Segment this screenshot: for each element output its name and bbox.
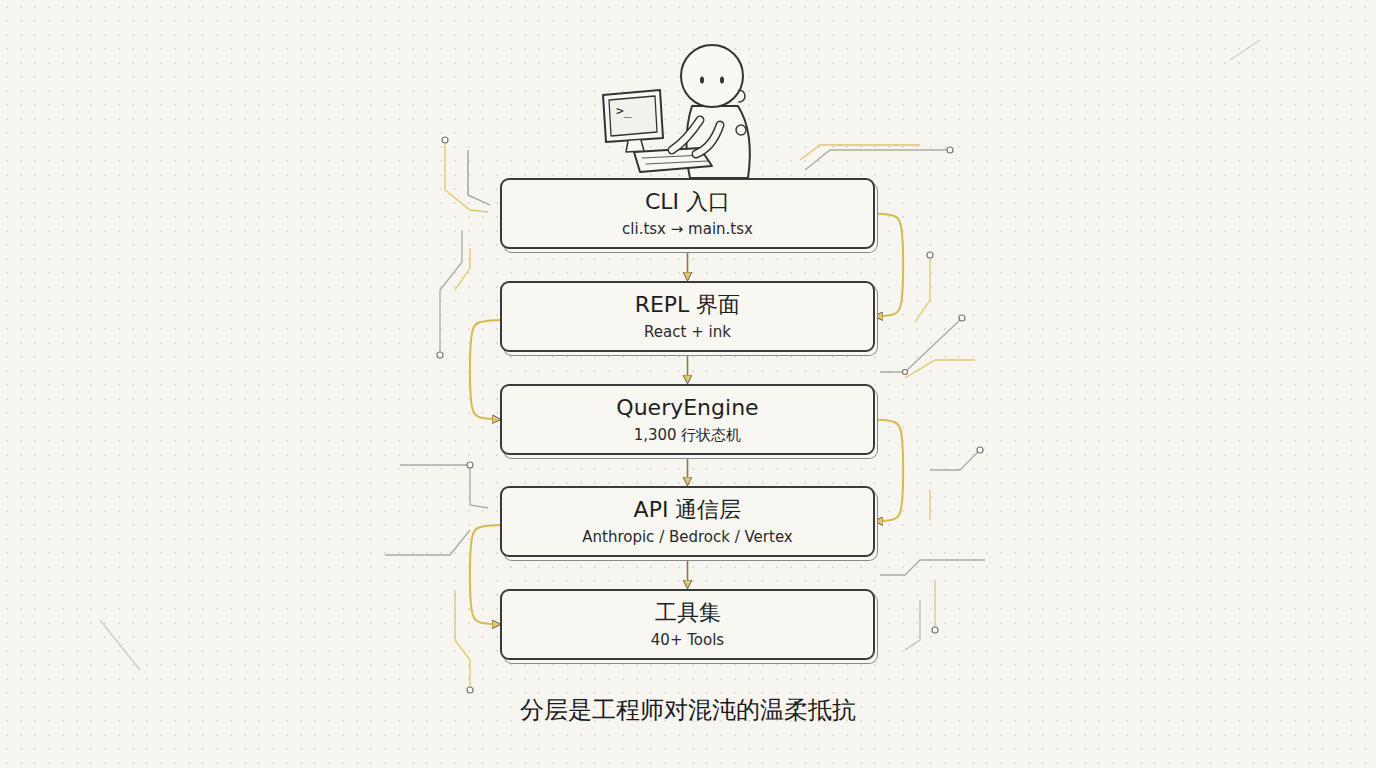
layer-title: 工具集 — [655, 599, 721, 627]
side-flow-arrow — [470, 525, 500, 624]
layer-title: REPL 界面 — [635, 291, 741, 319]
layer-box: QueryEngine 1,300 行状态机 — [500, 384, 875, 455]
circuit-traces — [100, 40, 1260, 690]
layer-title: CLI 入口 — [645, 188, 730, 216]
flow-arrow — [687, 559, 689, 588]
layer-box: CLI 入口 cli.tsx → main.tsx — [500, 178, 875, 249]
flow-arrow — [687, 251, 689, 280]
layer-box: REPL 界面 React + ink — [500, 281, 875, 352]
monitor — [603, 90, 663, 142]
caption: 分层是工程师对混沌的温柔抵抗 — [0, 694, 1376, 726]
flow-arrow — [687, 457, 689, 485]
layer-box: API 通信层 Anthropic / Bedrock / Vertex — [500, 486, 875, 557]
layer-subtitle: 40+ Tools — [651, 631, 724, 651]
layer-subtitle: React + ink — [644, 323, 731, 343]
layer-subtitle: cli.tsx → main.tsx — [622, 220, 753, 240]
layer-title: QueryEngine — [616, 394, 758, 422]
robot-head — [681, 45, 743, 107]
layer-title: API 通信层 — [634, 496, 742, 524]
side-flow-arrow — [470, 320, 500, 419]
side-flow-arrow — [875, 214, 903, 317]
circuit-nodes — [437, 137, 983, 693]
layer-box: 工具集 40+ Tools — [500, 589, 875, 660]
layer-subtitle: Anthropic / Bedrock / Vertex — [582, 528, 793, 548]
terminal-prompt: >_ — [616, 103, 632, 118]
flow-arrow — [687, 354, 689, 383]
side-flow-arrow — [875, 420, 903, 522]
layer-subtitle: 1,300 行状态机 — [634, 426, 742, 446]
robot-illustration — [603, 45, 750, 178]
